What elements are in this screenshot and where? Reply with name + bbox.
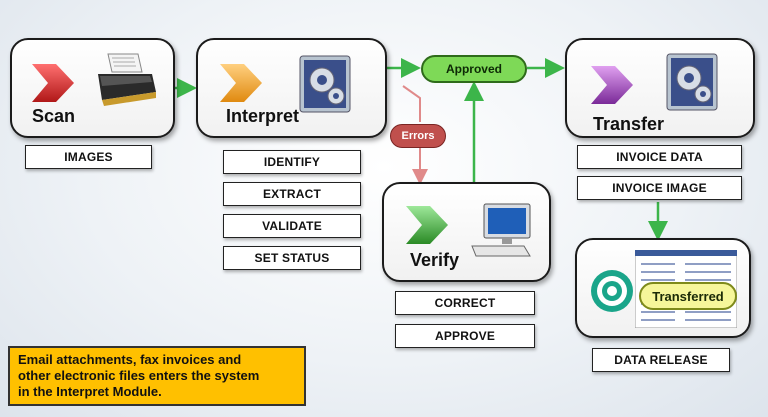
- scan-item: IMAGES: [25, 145, 152, 169]
- target-icon: [591, 270, 633, 312]
- interpret-chevron-icon: [220, 64, 262, 102]
- transfer-item: INVOICE IMAGE: [577, 176, 742, 200]
- verify-chevron-icon: [406, 206, 448, 244]
- verify-stage: Verify: [382, 182, 551, 282]
- scan-chevron-icon: [32, 64, 74, 102]
- note-line: other electronic files enters the system: [18, 368, 260, 383]
- release-stage: Transferred: [575, 238, 751, 338]
- computer-icon: [471, 203, 531, 257]
- interpret-item: IDENTIFY: [223, 150, 361, 174]
- scan-label: Scan: [32, 106, 76, 126]
- transferred-badge: Transferred: [639, 282, 737, 310]
- interpret-stage: Interpret: [196, 38, 387, 138]
- interpret-item: SET STATUS: [223, 246, 361, 270]
- info-note: Email attachments, fax invoices and othe…: [8, 346, 306, 406]
- verify-item: CORRECT: [395, 291, 535, 315]
- interpret-label: Interpret: [226, 106, 300, 126]
- arrow-interpret-to-errors: [402, 85, 421, 122]
- approved-badge: Approved: [421, 55, 527, 83]
- transfer-item: INVOICE DATA: [577, 145, 742, 169]
- release-item: DATA RELEASE: [592, 348, 730, 372]
- transfer-label: Transfer: [593, 114, 665, 134]
- verify-label: Verify: [410, 250, 460, 270]
- interpret-item: EXTRACT: [223, 182, 361, 206]
- scanner-icon: [98, 53, 156, 106]
- server-gear-icon: [299, 55, 351, 113]
- errors-badge: Errors: [390, 124, 446, 148]
- interpret-item: VALIDATE: [223, 214, 361, 238]
- transfer-stage: Transfer: [565, 38, 755, 138]
- transfer-chevron-icon: [591, 66, 633, 104]
- scan-stage: Scan: [10, 38, 175, 138]
- verify-item: APPROVE: [395, 324, 535, 348]
- server-gear-icon: [666, 53, 718, 111]
- note-line: in the Interpret Module.: [18, 384, 162, 399]
- note-line: Email attachments, fax invoices and: [18, 352, 242, 367]
